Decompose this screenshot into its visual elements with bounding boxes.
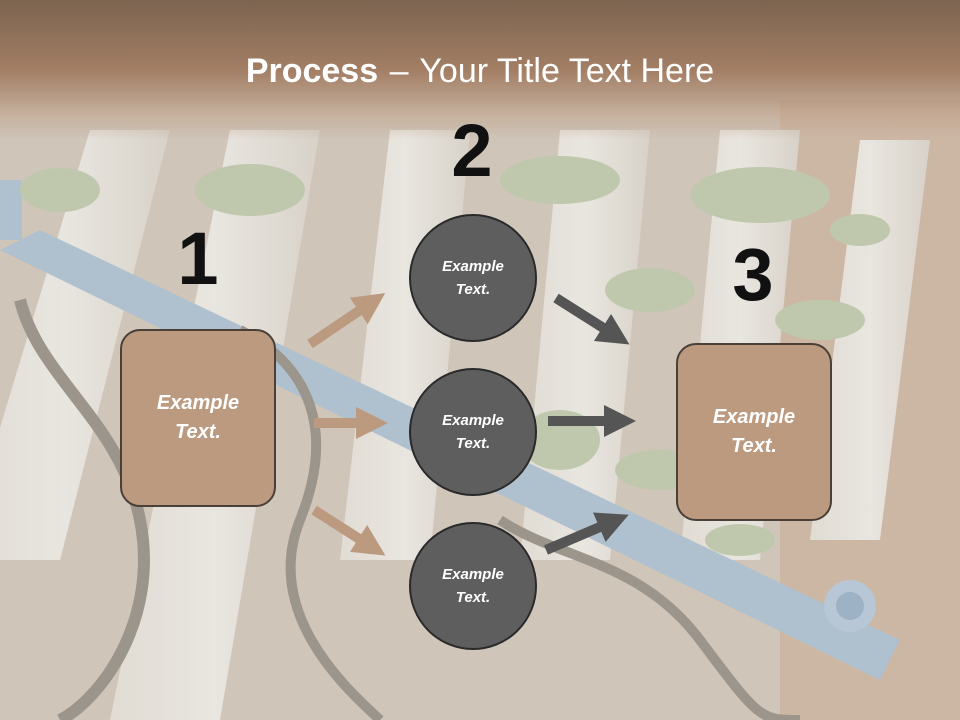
step-3-text-line2: Text. bbox=[731, 435, 777, 457]
step-number-2: 2 bbox=[451, 109, 493, 192]
circle-middle-text-line2: Text. bbox=[455, 435, 491, 452]
step-number-3: 3 bbox=[732, 233, 774, 316]
circle-middle-text-line1: Example bbox=[442, 412, 504, 429]
circle-top-text-line1: Example bbox=[442, 258, 504, 275]
slide-title: Process – Your Title Text Here bbox=[0, 52, 960, 91]
header-band bbox=[0, 0, 960, 140]
step-1-box[interactable]: Example Text. bbox=[120, 329, 276, 507]
circle-bottom-text-line2: Text. bbox=[455, 589, 491, 606]
circle-top-text-line2: Text. bbox=[455, 281, 491, 298]
step-1-text-line1: Example bbox=[156, 392, 240, 414]
step-number-1: 1 bbox=[177, 217, 219, 300]
title-rest: Your Title Text Here bbox=[419, 52, 715, 90]
title-bold: Process bbox=[245, 52, 379, 90]
circle-bottom-text-line1: Example bbox=[442, 566, 504, 583]
step-2-circle-middle[interactable]: Example Text. bbox=[409, 368, 537, 496]
step-1-text-line2: Text. bbox=[175, 421, 221, 443]
title-dash: – bbox=[389, 52, 409, 90]
step-3-box[interactable]: Example Text. bbox=[676, 343, 832, 521]
step-2-circle-bottom[interactable]: Example Text. bbox=[409, 522, 537, 650]
step-3-text-line1: Example bbox=[712, 406, 796, 428]
step-2-circle-top[interactable]: Example Text. bbox=[409, 214, 537, 342]
